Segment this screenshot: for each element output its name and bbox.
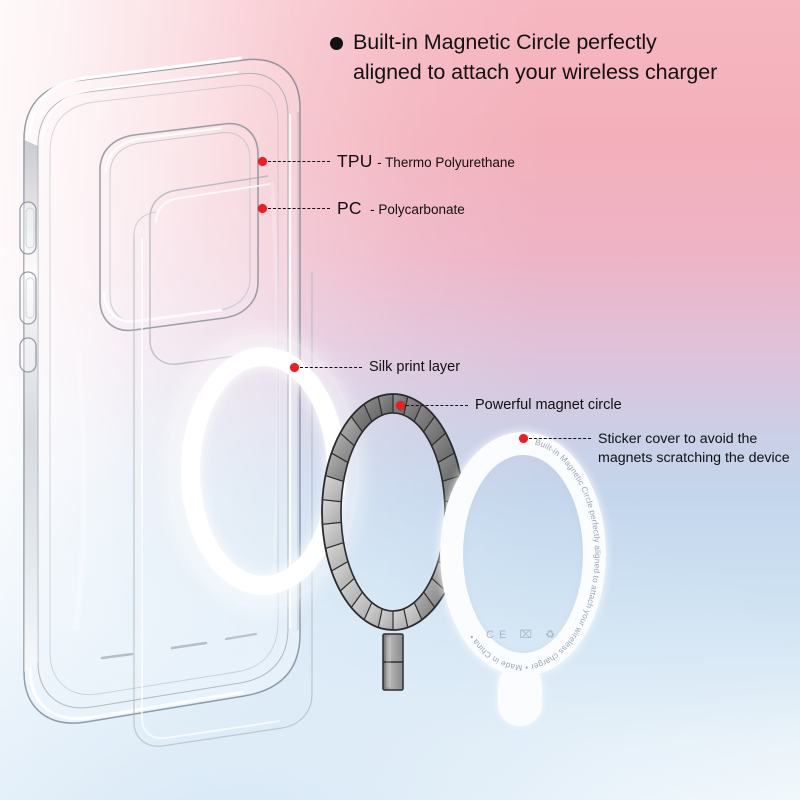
headline: Built-in Magnetic Circle perfectly align… (330, 28, 790, 87)
camera-cutout (99, 122, 259, 332)
leader-line (268, 161, 330, 163)
callout-tpu-desc: - Thermo Polyurethane (377, 155, 515, 170)
leader-line (300, 366, 362, 368)
leader-line (268, 208, 330, 210)
clear-phone-case (0, 22, 342, 782)
callout-pc-label: PC - Polycarbonate (337, 197, 465, 220)
certification-symbols: CE ⌧ ♻ (486, 629, 560, 641)
sticker-cover-ring: Built-in Magnetic Circle perfectly align… (440, 432, 606, 726)
magnet-segment (321, 499, 342, 525)
red-dot-marker-icon (258, 204, 267, 214)
callout-sticker-cover-line-2: magnets scratching the device (598, 450, 790, 467)
red-dot-marker-icon (258, 157, 267, 167)
callout-sticker-cover-label: Sticker cover to avoid the magnets scrat… (598, 430, 800, 468)
headline-line-1: Built-in Magnetic Circle perfectly (353, 30, 657, 54)
headline-line-2: aligned to attach your wireless charger (353, 59, 718, 84)
callout-pc: PC - Polycarbonate (258, 197, 465, 220)
callout-silk-print-layer: Silk print layer (290, 358, 460, 377)
callout-tpu: TPU - Thermo Polyurethane (258, 150, 515, 173)
button-cutouts (19, 201, 37, 373)
sticker-curved-text: Built-in Magnetic Circle perfectly align… (467, 438, 601, 672)
red-dot-marker-icon (396, 400, 405, 410)
red-dot-marker-icon (290, 362, 299, 372)
callout-pc-title: PC (337, 198, 362, 218)
callout-sticker-cover-line-1: Sticker cover to avoid the (598, 431, 758, 447)
callout-pc-desc: - Polycarbonate (370, 202, 465, 217)
bullet-dot-icon (330, 37, 343, 50)
alignment-magnet-bar (382, 633, 404, 691)
callout-tpu-title: TPU (337, 151, 373, 171)
callout-silk-print-layer-label: Silk print layer (369, 359, 461, 375)
headline-text: Built-in Magnetic Circle perfectly align… (353, 28, 717, 87)
callout-powerful-magnet-circle-label: Powerful magnet circle (475, 397, 622, 413)
callout-tpu-label: TPU - Thermo Polyurethane (337, 150, 515, 173)
callout-sticker-cover: Sticker cover to avoid the magnets scrat… (519, 430, 800, 468)
leader-line (529, 438, 591, 439)
callout-powerful-magnet-circle: Powerful magnet circle (396, 396, 622, 415)
leader-line (406, 404, 468, 406)
red-dot-marker-icon (519, 434, 528, 443)
